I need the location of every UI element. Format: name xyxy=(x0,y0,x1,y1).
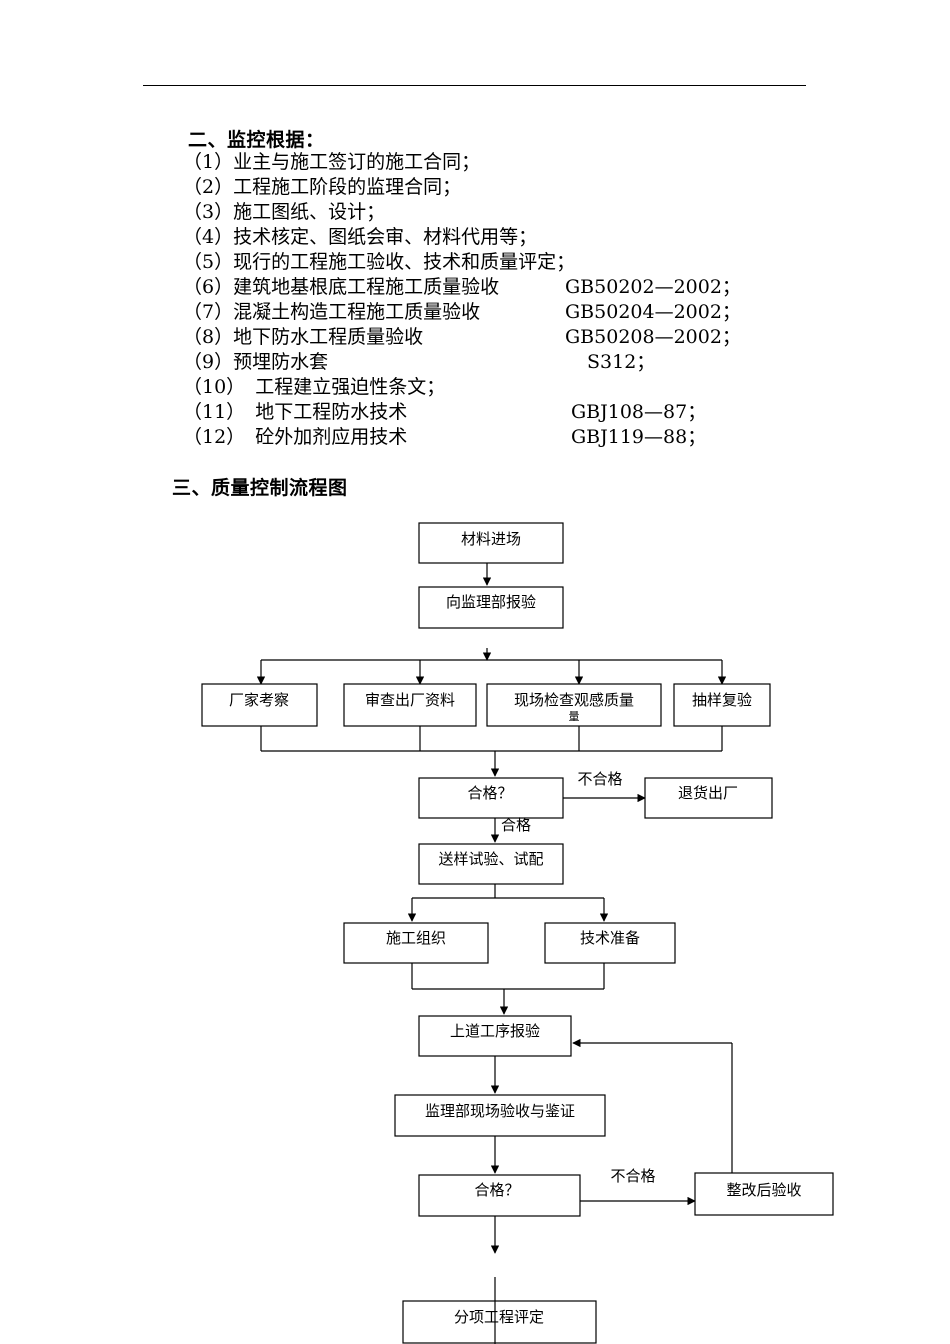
basis-item: （3）施工图纸、设计； xyxy=(183,200,575,225)
basis-item-text: 地下工程防水技术 xyxy=(255,401,408,423)
basis-item-number: （6） xyxy=(183,276,234,298)
basis-item-text: 混凝土构造工程施工质量验收 xyxy=(233,301,481,323)
basis-item-standard-code: S312； xyxy=(587,351,656,373)
basis-item: （1）业主与施工签订的施工合同； xyxy=(183,150,575,175)
box-report-to-supervision: 向监理部报验 xyxy=(418,586,564,629)
box-qualified-1: 合格？ xyxy=(418,777,564,819)
basis-item-text: 预埋防水套 xyxy=(233,351,329,373)
box-sub-item-evaluation: 分项工程评定 xyxy=(402,1300,597,1344)
box-material-entry: 材料进场 xyxy=(418,522,564,564)
box-send-sample-test-label: 送样试验、试配 xyxy=(438,850,543,868)
basis-item-number: （9） xyxy=(183,351,234,373)
box-prev-process-report: 上道工序报验 xyxy=(418,1015,572,1057)
basis-item: （2）工程施工阶段的监理合同； xyxy=(183,175,575,200)
box-supervision-site-acceptance: 监理部现场验收与鉴证 xyxy=(394,1094,606,1137)
box-review-factory-docs-label: 审查出厂资料 xyxy=(365,691,455,709)
basis-item-number: （7） xyxy=(183,301,234,323)
label-unqualified-2: 不合格 xyxy=(610,1167,655,1185)
basis-item-text: 工程建立强迫性条文； xyxy=(255,376,446,398)
basis-item-number: （2） xyxy=(183,176,234,198)
box-construction-org-label: 施工组织 xyxy=(386,929,446,947)
basis-item: （7）混凝土构造工程施工质量验收 GB50204—2002； xyxy=(183,300,741,325)
basis-item-text: 工程施工阶段的监理合同； xyxy=(233,176,462,198)
basis-item-standard-code: GB50204—2002； xyxy=(565,301,741,323)
box-return-goods: 退货出厂 xyxy=(644,777,773,819)
box-qualified-1-label: 合格？ xyxy=(467,784,512,802)
box-qualified-2: 合格？ xyxy=(418,1174,581,1217)
basis-list: （1）业主与施工签订的施工合同；（2）工程施工阶段的监理合同；（3）施工图纸、设… xyxy=(183,150,741,450)
box-send-sample-test: 送样试验、试配 xyxy=(418,843,564,885)
basis-item-number: （3） xyxy=(183,201,234,223)
box-rectify-acceptance-label: 整改后验收 xyxy=(726,1181,801,1199)
box-prev-process-report-label: 上道工序报验 xyxy=(450,1022,540,1040)
box-supervision-site-acceptance-label: 监理部现场验收与鉴证 xyxy=(425,1102,575,1120)
basis-item: （8）地下防水工程质量验收 GB50208—2002； xyxy=(183,325,741,350)
box-sample-recheck: 抽样复验 xyxy=(673,683,771,727)
box-site-visual-check: 现场检查观感质量 量 xyxy=(486,683,662,727)
basis-item-text: 现行的工程施工验收、技术和质量评定； xyxy=(233,251,576,273)
box-site-visual-check-overflow: 量 xyxy=(569,710,580,723)
basis-item: （11） 地下工程防水技术 GBJ108—87； xyxy=(183,400,706,425)
basis-item: （5）现行的工程施工验收、技术和质量评定； xyxy=(183,250,575,275)
basis-item-text: 砼外加剂应用技术 xyxy=(255,426,408,448)
basis-item-standard-code: GB50208—2002； xyxy=(565,326,741,348)
box-material-entry-label: 材料进场 xyxy=(461,530,521,548)
basis-item: （10） 工程建立强迫性条文； xyxy=(183,375,575,400)
box-return-goods-label: 退货出厂 xyxy=(678,784,738,802)
basis-item-text: 地下防水工程质量验收 xyxy=(233,326,424,348)
basis-item-number: （1） xyxy=(183,151,234,173)
header-rule xyxy=(143,85,806,86)
basis-item-text: 业主与施工签订的施工合同； xyxy=(233,151,481,173)
basis-item-number: （5） xyxy=(183,251,234,273)
box-qualified-2-label: 合格？ xyxy=(474,1181,519,1199)
box-factory-inspection: 厂家考察 xyxy=(201,683,318,727)
basis-item: （9）预埋防水套 S312； xyxy=(183,350,655,375)
box-rectify-acceptance: 整改后验收 xyxy=(694,1172,834,1216)
basis-item: （12） 砼外加剂应用技术 GBJ119—88； xyxy=(183,425,706,450)
box-sub-item-evaluation-label: 分项工程评定 xyxy=(454,1308,544,1326)
basis-item-text: 技术核定、图纸会审、材料代用等； xyxy=(233,226,538,248)
basis-item-standard-code: GB50202—2002； xyxy=(565,276,741,298)
basis-item: （6）建筑地基根底工程施工质量验收 GB50202—2002； xyxy=(183,275,741,300)
label-qualified-1: 合格 xyxy=(501,816,531,834)
box-tech-prep: 技术准备 xyxy=(544,922,676,964)
box-tech-prep-label: 技术准备 xyxy=(580,929,640,947)
section-3-title: 三、质量控制流程图 xyxy=(172,477,348,499)
box-site-visual-check-label: 现场检查观感质量 xyxy=(514,691,634,709)
box-sample-recheck-label: 抽样复验 xyxy=(692,691,752,709)
section-2-title: 二、监控根据： xyxy=(188,129,325,151)
label-unqualified-1: 不合格 xyxy=(577,770,622,788)
basis-item-number: （10） xyxy=(183,376,246,398)
basis-item-text: 施工图纸、设计； xyxy=(233,201,386,223)
box-construction-org: 施工组织 xyxy=(343,922,489,964)
basis-item: （4）技术核定、图纸会审、材料代用等； xyxy=(183,225,575,250)
basis-item-standard-code: GBJ119—88； xyxy=(571,426,707,448)
basis-item-number: （8） xyxy=(183,326,234,348)
basis-item-number: （4） xyxy=(183,226,234,248)
box-report-to-supervision-label: 向监理部报验 xyxy=(446,593,536,611)
basis-item-number: （11） xyxy=(183,401,246,423)
box-factory-inspection-label: 厂家考察 xyxy=(229,691,289,709)
basis-item-number: （12） xyxy=(183,426,246,448)
basis-item-standard-code: GBJ108—87； xyxy=(571,401,707,423)
basis-item-text: 建筑地基根底工程施工质量验收 xyxy=(233,276,500,298)
box-review-factory-docs: 审查出厂资料 xyxy=(343,683,477,727)
